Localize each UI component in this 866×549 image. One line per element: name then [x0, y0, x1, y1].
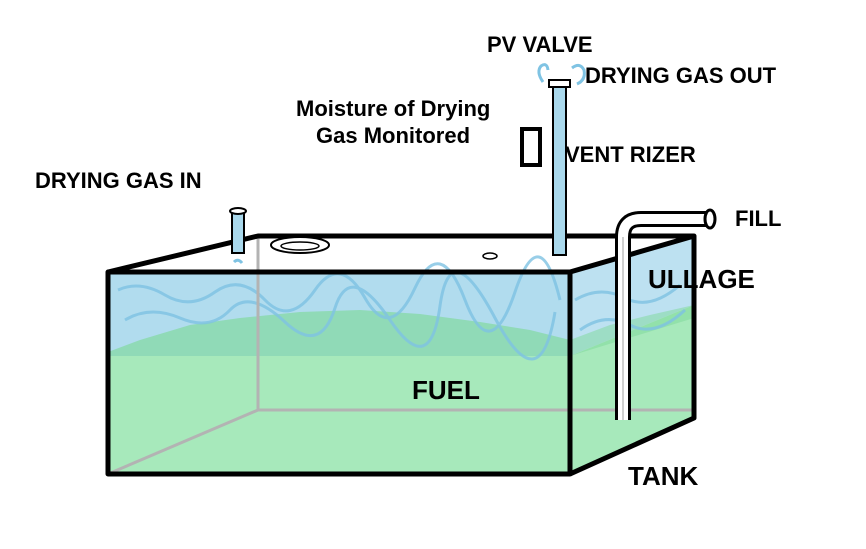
- moisture-label-line2: Gas Monitored: [316, 123, 471, 148]
- moisture-label-line1: Moisture of Drying: [296, 96, 491, 121]
- fuel-wave-front: [108, 310, 570, 356]
- fuel-wave-side: [570, 305, 694, 356]
- pv-valve: [537, 63, 586, 86]
- fuel-front-face: [108, 356, 570, 474]
- ullage-side-face: [570, 236, 694, 356]
- pv-valve-label: PV VALVE: [487, 32, 593, 57]
- fill-cap: [703, 208, 717, 230]
- vent-rizer-label: VENT RIZER: [565, 142, 696, 167]
- fill-label: FILL: [735, 206, 782, 231]
- drying-gas-in-label: DRYING GAS IN: [35, 168, 202, 193]
- tank-outline: [105, 233, 697, 477]
- tank-label: TANK: [628, 461, 699, 491]
- moisture-monitor-box: [520, 127, 542, 167]
- fill-pipe: [615, 211, 708, 420]
- drying-gas-out-label: DRYING GAS OUT: [585, 63, 777, 88]
- top-hatch-inner: [280, 241, 320, 251]
- ullage-label: ULLAGE: [648, 264, 755, 294]
- gas-inlet-pipe: [229, 207, 247, 264]
- top-port: [482, 252, 498, 260]
- vent-riser: [548, 79, 571, 256]
- fuel-label: FUEL: [412, 375, 480, 405]
